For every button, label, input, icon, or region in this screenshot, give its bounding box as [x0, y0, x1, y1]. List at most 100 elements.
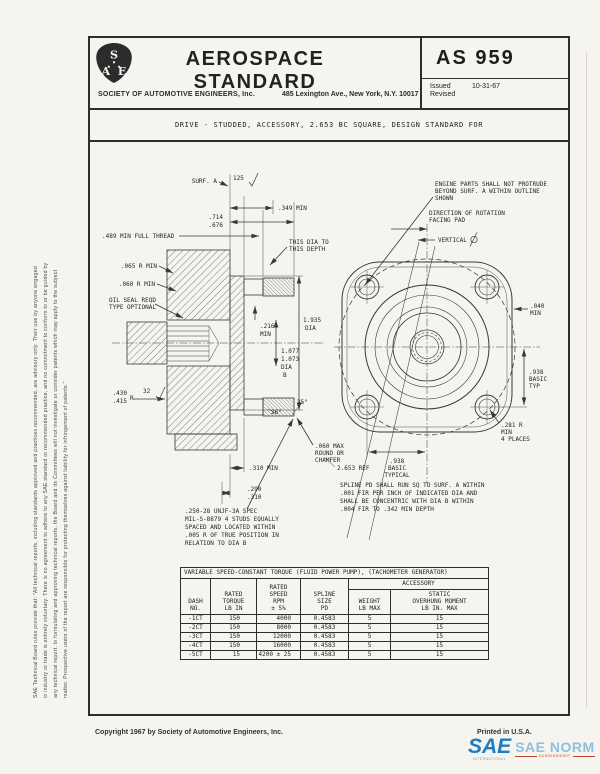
dim-938typ-label-1: .938: [529, 369, 544, 376]
sae-logo-badge: S A E: [96, 43, 132, 83]
stud-circles: [350, 270, 504, 424]
disclaimer-line: in industry or trade is entirely volunta…: [43, 262, 49, 698]
disclaimer-line: SAE Technical Board rules provide that: …: [33, 265, 39, 698]
cell: -5CT: [180, 650, 211, 660]
chamfer-label-1: .060 MAX: [315, 443, 344, 450]
engine-note-1: ENGINE PARTS SHALL NOT PROTRUDE: [435, 181, 547, 188]
vertical-label: VERTICAL: [438, 237, 467, 244]
dia-b-label-2: 1.073: [281, 356, 299, 363]
cell: 5: [348, 614, 391, 624]
cell: 8000: [256, 623, 301, 633]
cell: 5: [348, 623, 391, 633]
col-header-weight: WEIGHT LB MAX: [348, 589, 391, 615]
disclaimer-line: any technical report. In formulating and…: [53, 269, 59, 698]
angle-26-label: 26°: [271, 409, 282, 416]
disclaimer-line: matter. Prospective users of the report …: [63, 381, 69, 698]
stamp-sae-logo: SAE: [468, 735, 512, 758]
r065-label: .065 R MIN: [121, 263, 158, 270]
upper-stud-thread: [262, 277, 295, 297]
cell: 5: [348, 641, 391, 651]
dia-b-label-4: B: [283, 372, 287, 379]
finish-32-check-icon: [155, 386, 166, 401]
chamfer-label-2: ROUND OR: [315, 450, 344, 457]
oil-seal-label-2: TYPE OPTIONAL: [109, 304, 156, 311]
stud-note-2: MIL-S-8879 4 STUDS EQUALLY: [185, 516, 279, 523]
r060-label: .060 R MIN: [119, 281, 156, 288]
chamfer-label-3: CHAMFER: [315, 457, 341, 464]
dia-b-label-1: 1.077: [281, 348, 299, 355]
document-header: S A E AEROSPACE STANDARD SOCIETY OF AUTO…: [90, 38, 570, 110]
col-header-dash: DASH NO.: [180, 578, 211, 615]
engine-note-3: SHOWN: [435, 195, 453, 202]
dim-938typ-label-3: TYP: [529, 383, 540, 390]
dim-430-flag: R: [130, 395, 134, 402]
cell: 150: [210, 614, 257, 624]
dim-2653-label: 2.653 REF: [337, 465, 370, 472]
cell: 15: [389, 623, 490, 633]
logo-letter-a: A: [101, 65, 111, 78]
r281-label-3: 4 PLACES: [501, 436, 530, 443]
rotation-label-1: DIRECTION OF ROTATION: [429, 210, 505, 217]
oil-seal-label-1: OIL SEAL REQD: [109, 297, 156, 304]
col-header-moment: STATIC OVERHUNG MOMENT LB IN. MAX: [389, 589, 490, 615]
page-title: AEROSPACE STANDARD: [185, 48, 325, 93]
cell: 5: [348, 650, 391, 660]
society-name: SOCIETY OF AUTOMOTIVE ENGINEERS, Inc.: [98, 91, 256, 98]
upper-stud-shank: [243, 278, 264, 296]
dim-938typical-label-2: BASIC: [388, 465, 406, 472]
section-shaft: [126, 321, 168, 365]
dia-1935-label-2: DIA: [305, 325, 316, 332]
spec-table: VARIABLE SPEED-CONSTANT TORQUE (FLUID PO…: [179, 567, 490, 660]
engine-note-2: BEYOND SURF. A WITHIN OUTLINE: [435, 188, 540, 195]
cell: 0.4583: [300, 623, 349, 633]
col-header-torque: RATED TORQUE LB IN: [210, 578, 257, 615]
stud-note-leader: [246, 418, 294, 510]
dim-676-label: .676: [209, 222, 224, 229]
angle-35-label: 35°: [297, 399, 308, 406]
issue-block: Issued 10-31-67 Revised: [422, 79, 570, 98]
surf-a-label: SURF. A: [192, 178, 218, 185]
scan-artifact-line: [586, 52, 587, 708]
finish-125-check-icon: [248, 172, 259, 187]
spline-note-2: .001 FIR PER INCH OF INDICATED DIA AND: [340, 490, 478, 497]
col-header-spline: SPLINE SIZE PD: [300, 578, 349, 615]
document-number-block: AS 959 Issued 10-31-67 Revised: [420, 38, 570, 108]
legal-disclaimer: SAE Technical Board rules provide that: …: [31, 94, 71, 698]
col-header-speed: RATED SPEED RPM ± 5%: [256, 578, 301, 615]
angle-35-tick: [291, 400, 304, 416]
lower-stud-thread: [262, 397, 295, 417]
dim-430-label-1: .430: [113, 390, 128, 397]
cell: 0.4583: [300, 632, 349, 642]
dim-290-label-2: .310: [247, 494, 262, 501]
cell: 12000: [256, 632, 301, 642]
dim-2653-leader: [324, 457, 336, 468]
dim-216-label-1: .216: [260, 323, 275, 330]
section-body-upper: [166, 249, 231, 321]
cell: 15: [389, 650, 490, 660]
logo-letter-e: E: [118, 65, 126, 78]
spline-note-3: SHALL BE CONCENTRIC WITH DIA B WITHIN: [340, 498, 474, 505]
angle-26-tick: [267, 408, 278, 415]
spline-note-1: SPLINE PD SHALL RUN SQ TO SURF. A WITHIN: [340, 482, 485, 489]
full-thread-label: .489 MIN FULL THREAD: [102, 233, 175, 240]
dia-1935-label-1: 1.935: [303, 317, 321, 324]
dim-349-label: .349 MIN: [278, 205, 307, 212]
society-address: 485 Lexington Ave., New York, N.Y. 10017: [282, 91, 419, 98]
cell: 0.4583: [300, 641, 349, 651]
cell: -2CT: [180, 623, 211, 633]
dia-b-label-3: DIA: [281, 364, 292, 371]
dim-290-label-1: .290: [247, 486, 262, 493]
technical-drawing: SURF. A 125 .349 MIN .714 .676 .489 MIN …: [97, 152, 557, 552]
r281-leader: [489, 409, 500, 424]
r065-leader: [158, 265, 174, 274]
revised-label: Revised: [430, 91, 456, 98]
issued-date: 10-31-67: [472, 83, 501, 90]
this-dia-label-1: THIS DIA TO: [289, 239, 329, 246]
r281-label-1: .281 R: [501, 422, 523, 429]
chamfer-note-leader: [296, 417, 314, 446]
cell: 150: [210, 623, 257, 633]
stud-note-4: .005 R OF TRUE POSITION IN: [185, 532, 279, 539]
